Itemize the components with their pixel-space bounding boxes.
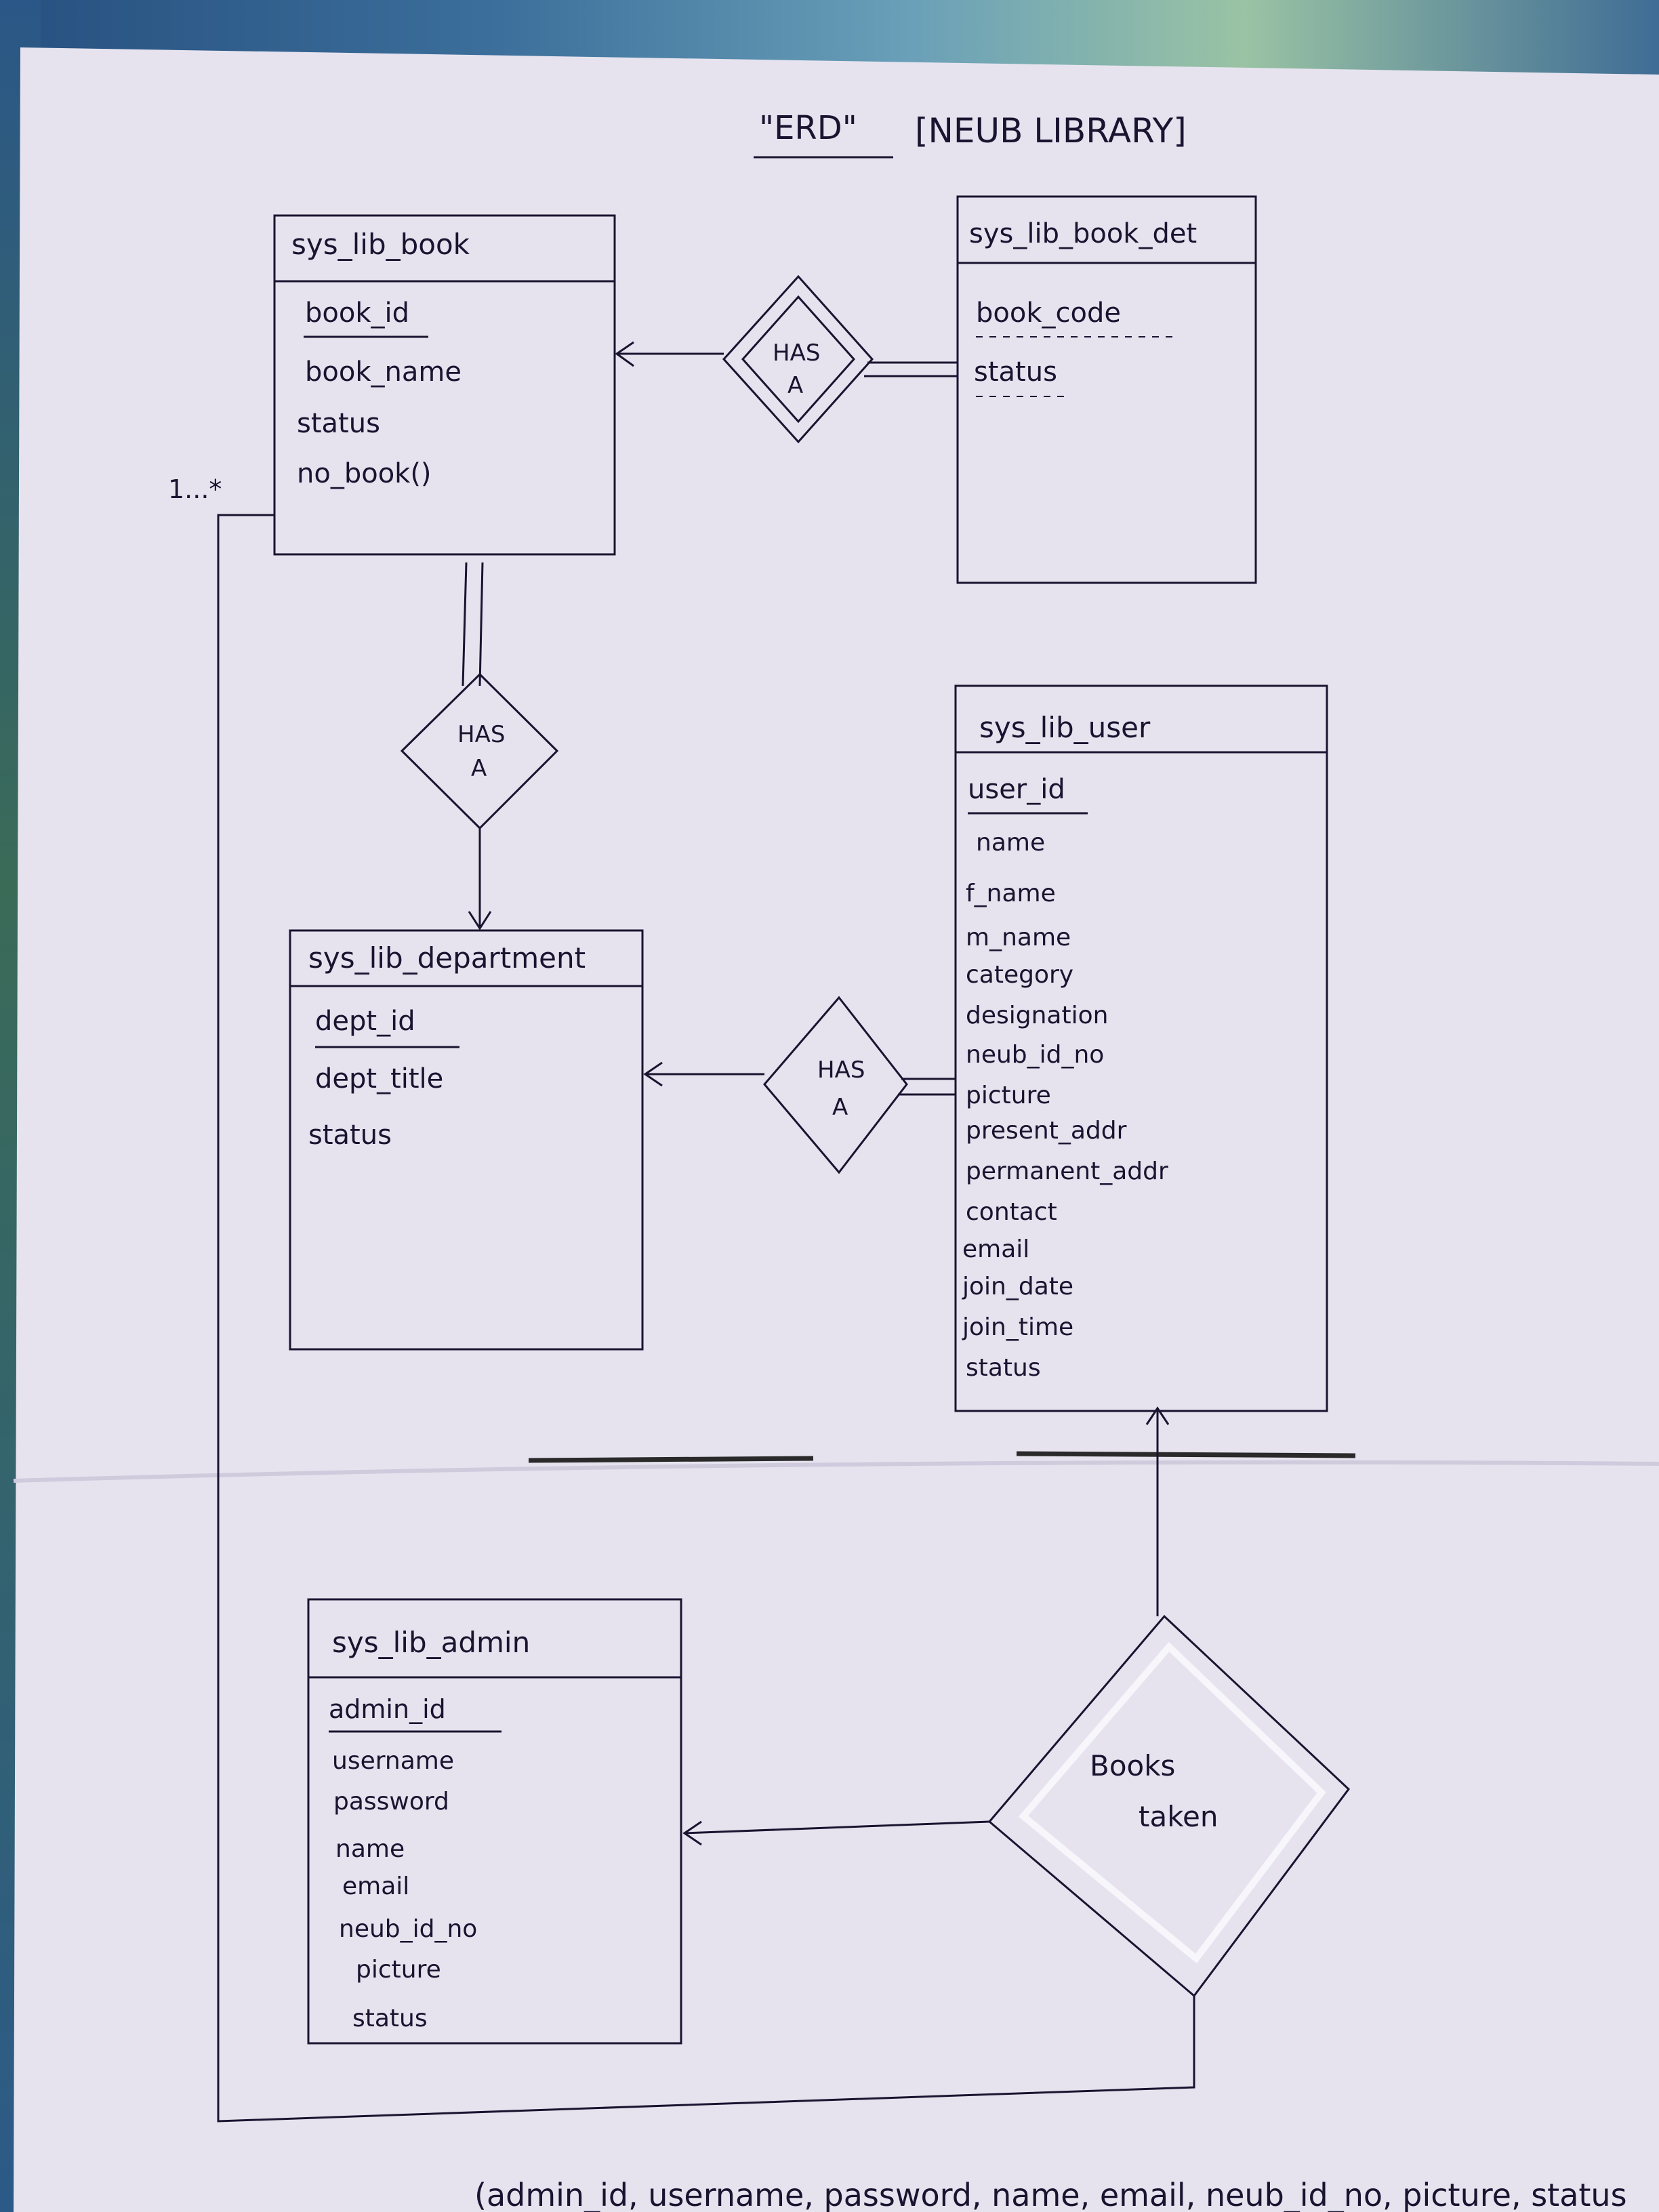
arrow-head: [682, 1820, 702, 1846]
relationship-label: HAS: [817, 1057, 865, 1084]
title-library: [NEUB LIBRARY]: [915, 111, 1187, 150]
entity-sys-lib-admin: sys_lib_admin admin_id username password…: [307, 1598, 682, 2045]
attribute: dept_id: [315, 1006, 415, 1037]
attribute: username: [332, 1747, 454, 1775]
attribute: email: [962, 1235, 1029, 1263]
relationship-book-has-det: HAS A: [722, 274, 874, 444]
attribute: designation: [966, 1002, 1108, 1029]
attribute: status: [974, 356, 1057, 388]
connector-books-taken-to-book: [217, 514, 1195, 2123]
paper-crease-dark: [528, 1451, 1356, 1463]
attribute: book_id: [305, 298, 409, 329]
relationship-label: HAS: [773, 340, 820, 367]
attribute: status: [308, 1120, 392, 1151]
entity-sys-lib-book-det: sys_lib_book_det book_code status: [956, 195, 1257, 584]
connector-double: [462, 562, 468, 687]
attribute: email: [342, 1872, 409, 1900]
connector-double: [478, 562, 484, 687]
entity-title: sys_lib_book_det: [969, 218, 1197, 249]
connector: [684, 1820, 990, 1835]
attribute: dept_title: [315, 1063, 443, 1094]
attribute: book_name: [305, 356, 462, 388]
attribute: admin_id: [329, 1694, 446, 1724]
attribute: join_time: [962, 1313, 1073, 1341]
attribute: join_date: [962, 1273, 1073, 1300]
attribute: permanent_addr: [966, 1158, 1168, 1185]
attribute: status: [966, 1354, 1041, 1382]
paper-crease: [13, 1460, 1659, 1483]
attribute: m_name: [966, 924, 1071, 951]
attribute: book_code: [976, 298, 1121, 329]
attribute: status: [352, 2005, 428, 2032]
arrow-head: [1145, 1406, 1170, 1425]
multiplicity-label: 1...*: [168, 474, 222, 504]
relationship-user-has-dept: HAS A: [763, 996, 908, 1174]
relationship-label: A: [471, 755, 487, 782]
relationship-label: A: [832, 1094, 848, 1121]
attribute: category: [966, 961, 1073, 989]
attribute: password: [333, 1788, 449, 1816]
entity-sys-lib-user: sys_lib_user user_id name f_name m_name …: [954, 684, 1328, 1412]
attribute: user_id: [968, 774, 1065, 805]
attribute: present_addr: [966, 1117, 1127, 1145]
arrow-head: [468, 911, 492, 930]
attribute: status: [297, 408, 380, 439]
attribute: picture: [356, 1956, 441, 1984]
arrow-head: [615, 341, 634, 367]
paper-sheet: [14, 47, 1659, 2212]
entity-title: sys_lib_department: [308, 941, 586, 975]
attribute: f_name: [966, 880, 1056, 907]
attribute: name: [335, 1835, 405, 1863]
attribute: picture: [966, 1082, 1051, 1109]
entity-title: sys_lib_user: [979, 711, 1151, 744]
attribute: name: [976, 829, 1045, 857]
entity-sys-lib-book: sys_lib_book book_id book_name status no…: [273, 214, 616, 556]
entity-sys-lib-department: sys_lib_department dept_id dept_title st…: [289, 929, 644, 1351]
relationship-label: taken: [1139, 1800, 1218, 1833]
relationship-label: A: [787, 372, 803, 399]
attribute: neub_id_no: [966, 1041, 1104, 1069]
attribute: neub_id_no: [339, 1915, 477, 1943]
attribute: contact: [966, 1198, 1057, 1226]
relationship-label: HAS: [457, 721, 505, 748]
attribute: no_book(): [297, 458, 432, 489]
entity-title: sys_lib_book: [291, 228, 470, 261]
title-erd: "ERD": [759, 109, 857, 147]
entity-title: sys_lib_admin: [332, 1626, 530, 1659]
footer-note: (admin_id, username, password, name, ema…: [474, 2177, 1627, 2212]
arrow-head: [643, 1061, 663, 1087]
relationship-label: Books: [1090, 1749, 1175, 1782]
